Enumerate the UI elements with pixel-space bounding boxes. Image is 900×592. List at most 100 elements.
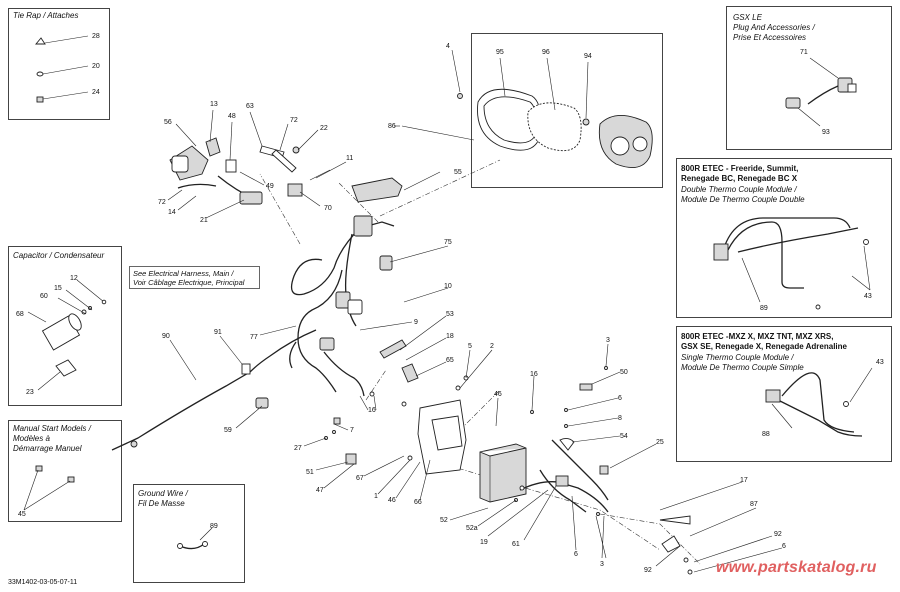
callout-90: 90 xyxy=(162,333,170,340)
callout-43-single: 43 xyxy=(876,359,884,366)
callout-87: 87 xyxy=(750,501,758,508)
single-thermo-couple-box: 800R ETEC -MXZ X, MXZ TNT, MXZ XRS, GSX … xyxy=(676,326,892,462)
callout-48: 48 xyxy=(228,113,236,120)
callout-51: 51 xyxy=(306,469,314,476)
callout-47: 47 xyxy=(316,487,324,494)
callout-77: 77 xyxy=(250,334,258,341)
callout-65: 65 xyxy=(446,357,454,364)
callout-93: 93 xyxy=(822,129,830,136)
callout-92a: 92 xyxy=(644,567,652,574)
callout-66: 66 xyxy=(414,499,422,506)
callout-18: 18 xyxy=(446,333,454,340)
callout-95: 95 xyxy=(496,49,504,56)
callout-6c: 6 xyxy=(782,543,786,550)
callout-21: 21 xyxy=(200,217,208,224)
callout-27: 27 xyxy=(294,445,302,452)
single-tc-subheading: Single Thermo Couple Module / Module De … xyxy=(681,353,804,372)
double-thermo-couple-box: 800R ETEC - Freeride, Summit, Renegade B… xyxy=(676,158,892,318)
gsx-le-title: GSX LE Plug And Accessories / Prise Et A… xyxy=(733,13,815,42)
callout-91: 91 xyxy=(214,329,222,336)
callout-70: 70 xyxy=(324,205,332,212)
callout-60: 60 xyxy=(40,293,48,300)
tie-rap-title: Tie Rap / Attaches xyxy=(13,11,79,20)
callout-89-ground: 89 xyxy=(210,523,218,530)
callout-9: 9 xyxy=(414,319,418,326)
single-tc-parts xyxy=(765,367,873,437)
tie-rap-box: Tie Rap / Attaches xyxy=(8,8,110,120)
callout-11: 11 xyxy=(346,155,353,162)
callout-17: 17 xyxy=(740,477,748,484)
callout-46a: 46 xyxy=(494,391,502,398)
ground-wire-title: Ground Wire / Fil De Masse xyxy=(138,489,188,508)
callout-8: 8 xyxy=(618,415,622,422)
single-tc-heading: 800R ETEC -MXZ X, MXZ TNT, MXZ XRS, GSX … xyxy=(681,332,847,351)
manual-start-parts xyxy=(23,465,75,511)
watermark: www.partskatalog.ru xyxy=(716,559,877,576)
callout-67: 67 xyxy=(356,475,364,482)
callout-1: 1 xyxy=(374,493,378,500)
callout-63: 63 xyxy=(246,103,254,110)
callout-71: 71 xyxy=(800,49,808,56)
callout-45: 45 xyxy=(18,511,26,518)
callout-54: 54 xyxy=(620,433,628,440)
callout-16a: 16 xyxy=(530,371,538,378)
callout-labels: 28 20 24 71 93 12 15 60 68 23 45 89 89 4… xyxy=(16,33,884,574)
gsx-le-box: GSX LE Plug And Accessories / Prise Et A… xyxy=(726,6,892,150)
callout-94: 94 xyxy=(584,53,592,60)
callout-55: 55 xyxy=(454,169,462,176)
ground-wire-parts xyxy=(177,527,213,550)
callout-96: 96 xyxy=(542,49,550,56)
double-tc-subheading: Double Thermo Couple Module / Module De … xyxy=(681,185,805,204)
manual-start-title: Manual Start Models / Modèles à Démarrag… xyxy=(13,424,91,453)
callout-15: 15 xyxy=(54,285,62,292)
tie-rap-parts xyxy=(35,35,89,103)
callout-92b: 92 xyxy=(774,531,782,538)
callout-6b: 6 xyxy=(574,551,578,558)
callout-50: 50 xyxy=(620,369,628,376)
callout-52: 52 xyxy=(440,517,448,524)
callout-86: 86 xyxy=(388,123,396,130)
callout-23: 23 xyxy=(26,389,34,396)
gsx-le-parts xyxy=(785,57,857,127)
callout-59: 59 xyxy=(224,427,232,434)
callout-2: 2 xyxy=(490,343,494,350)
callout-43-double: 43 xyxy=(864,293,872,300)
harness-reference-note: See Electrical Harness, Main / Voir Câbl… xyxy=(133,269,245,287)
callout-3b: 3 xyxy=(600,561,604,568)
ground-wire-box: Ground Wire / Fil De Masse xyxy=(133,484,245,583)
capacitor-parts xyxy=(27,279,107,391)
callout-4: 4 xyxy=(446,43,450,50)
main-harness xyxy=(111,159,661,551)
callout-22: 22 xyxy=(320,125,328,132)
callout-89-double: 89 xyxy=(760,305,768,312)
callout-6a: 6 xyxy=(618,395,622,402)
lower-center-parts xyxy=(324,339,701,575)
callout-75: 75 xyxy=(444,239,452,246)
callout-10: 10 xyxy=(444,283,452,290)
callout-72a: 72 xyxy=(290,117,298,124)
callout-19: 19 xyxy=(480,539,488,546)
harness-note-frame xyxy=(129,266,260,289)
callout-56: 56 xyxy=(164,119,172,126)
upper-left-parts xyxy=(167,109,347,219)
callout-20: 20 xyxy=(92,63,100,70)
double-tc-heading: 800R ETEC - Freeride, Summit, Renegade B… xyxy=(681,164,799,183)
double-tc-parts xyxy=(713,217,871,310)
leader-lines xyxy=(169,125,783,573)
callout-53: 53 xyxy=(446,311,454,318)
callout-16b: 16 xyxy=(368,407,376,414)
diagram-code: 33M1402-03-05-07-11 xyxy=(8,579,78,586)
callout-3a: 3 xyxy=(606,337,610,344)
callout-88: 88 xyxy=(762,431,770,438)
callout-7: 7 xyxy=(350,427,354,434)
callout-49: 49 xyxy=(266,183,274,190)
manual-start-box: Manual Start Models / Modèles à Démarrag… xyxy=(8,420,122,522)
callout-72b: 72 xyxy=(158,199,166,206)
callout-5: 5 xyxy=(468,343,472,350)
callout-25: 25 xyxy=(656,439,664,446)
callout-52a: 52a xyxy=(466,525,478,532)
callout-61: 61 xyxy=(512,541,520,548)
callout-14: 14 xyxy=(168,209,176,216)
